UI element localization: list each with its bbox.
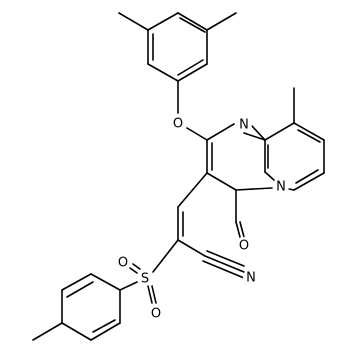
aryl-ring-bond <box>90 273 121 291</box>
aryl-ring-bond <box>61 273 92 291</box>
carbonyl-oxygen: O <box>236 237 252 254</box>
sulfonyl-oxygen-top: O <box>115 254 131 271</box>
aryl-ring-bond <box>92 319 116 333</box>
ring-bond <box>206 123 235 141</box>
nitrile-nitrogen-label: N <box>246 271 256 286</box>
nitrile-bond <box>202 260 245 279</box>
so-bond <box>132 263 141 270</box>
carbonyl-bond <box>239 221 245 238</box>
aryl-ring-bond <box>90 322 121 341</box>
aryl-ring-bond <box>147 63 179 82</box>
aryl-ring-bond <box>177 59 204 76</box>
pyrimidine-nitrogen: N <box>236 116 252 133</box>
aryl-ring-bond <box>179 17 206 33</box>
sulfonyl-oxygen-bottom-label: O <box>151 307 161 322</box>
bridgehead-nitrogen: N <box>273 178 289 195</box>
sulfonyl-oxygen-bottom: O <box>148 305 164 322</box>
ether-oxygen: O <box>170 115 186 132</box>
ring-bond <box>251 125 266 141</box>
aryl-ring-bond <box>177 63 208 82</box>
ether-bond <box>186 127 208 141</box>
carbonyl-bond <box>235 221 241 238</box>
ether-oxygen-label: O <box>173 117 183 132</box>
so-bond <box>147 285 153 304</box>
nitrile-bond <box>204 255 245 273</box>
carbonyl-oxygen-label: O <box>239 239 249 254</box>
ring-bond <box>206 172 237 191</box>
aryl-ring-bond <box>177 12 208 31</box>
vinyl-bond <box>177 172 208 208</box>
methyl-bond <box>206 12 237 31</box>
atom-label-layer: O N N O S O O N <box>115 115 289 322</box>
ring-bond <box>293 172 325 191</box>
s-aryl-bond <box>119 281 138 291</box>
so-bond <box>129 267 138 274</box>
ring-bond <box>297 129 321 143</box>
aryl-ring-bond <box>66 281 94 298</box>
nitrile-bond <box>177 239 206 257</box>
ring-bond <box>293 122 325 141</box>
methyl-bond <box>32 322 63 341</box>
ring-bond <box>264 122 295 141</box>
bond-layer <box>32 12 325 341</box>
ring-bond <box>235 187 273 191</box>
so-bond <box>151 285 157 304</box>
sulfonyl-oxygen-top-label: O <box>118 256 128 271</box>
nitrile-nitrogen: N <box>243 269 259 286</box>
sulfonyl-sulfur: S <box>137 270 153 287</box>
sulfonyl-sulfur-label: S <box>141 272 149 287</box>
ring-bond <box>295 169 319 184</box>
aryl-ring-bond <box>147 12 179 31</box>
ring-bond <box>264 171 275 181</box>
ring-bond <box>288 188 295 191</box>
ring-bond <box>243 132 266 141</box>
bridgehead-nitrogen-label: N <box>276 180 286 195</box>
nitrile-bond <box>206 250 245 267</box>
methyl-bond <box>118 12 149 31</box>
c-s-bond <box>152 239 179 273</box>
aryl-ring-bond <box>61 322 92 341</box>
pyrimidine-nitrogen-label: N <box>239 118 249 133</box>
